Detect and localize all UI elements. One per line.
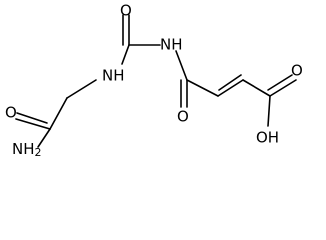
bond-cacid-o-1 (269, 79, 297, 97)
urea-oxygen-label: O (120, 2, 132, 20)
bond-nh-cketone (175, 50, 188, 81)
bond-camide-o-1 (15, 118, 51, 130)
bond-ch2-camide (49, 97, 68, 130)
bond-cacid-oh (267, 95, 271, 127)
bond-ca-cb-1 (217, 79, 244, 97)
bond-ca-cb-2 (218, 74, 242, 91)
ketone-oxygen-label: O (177, 108, 189, 126)
acid-hydroxyl-label: OH (256, 129, 279, 147)
bond-cacid-o-2 (267, 74, 293, 91)
bond-nh-curea (121, 44, 130, 65)
imide-nitrogen-label: NH (160, 36, 183, 54)
amine-label: NH2 (12, 140, 42, 159)
chemical-structure: O NH O NH NH2 O O OH (5, 2, 303, 159)
acid-oxygen-label: O (291, 62, 303, 80)
bonds (15, 14, 297, 148)
bond-cketone-ca (186, 79, 219, 97)
bond-ch2-nh (66, 79, 97, 99)
bond-cb-cacid (242, 79, 271, 97)
amide-nitrogen-label: NH (102, 67, 125, 85)
bond-camide-o-2 (16, 112, 48, 124)
amide-oxygen-label: O (5, 104, 17, 122)
atom-labels: O NH O NH NH2 O O OH (5, 2, 303, 159)
bond-camide-nh2 (37, 128, 51, 148)
